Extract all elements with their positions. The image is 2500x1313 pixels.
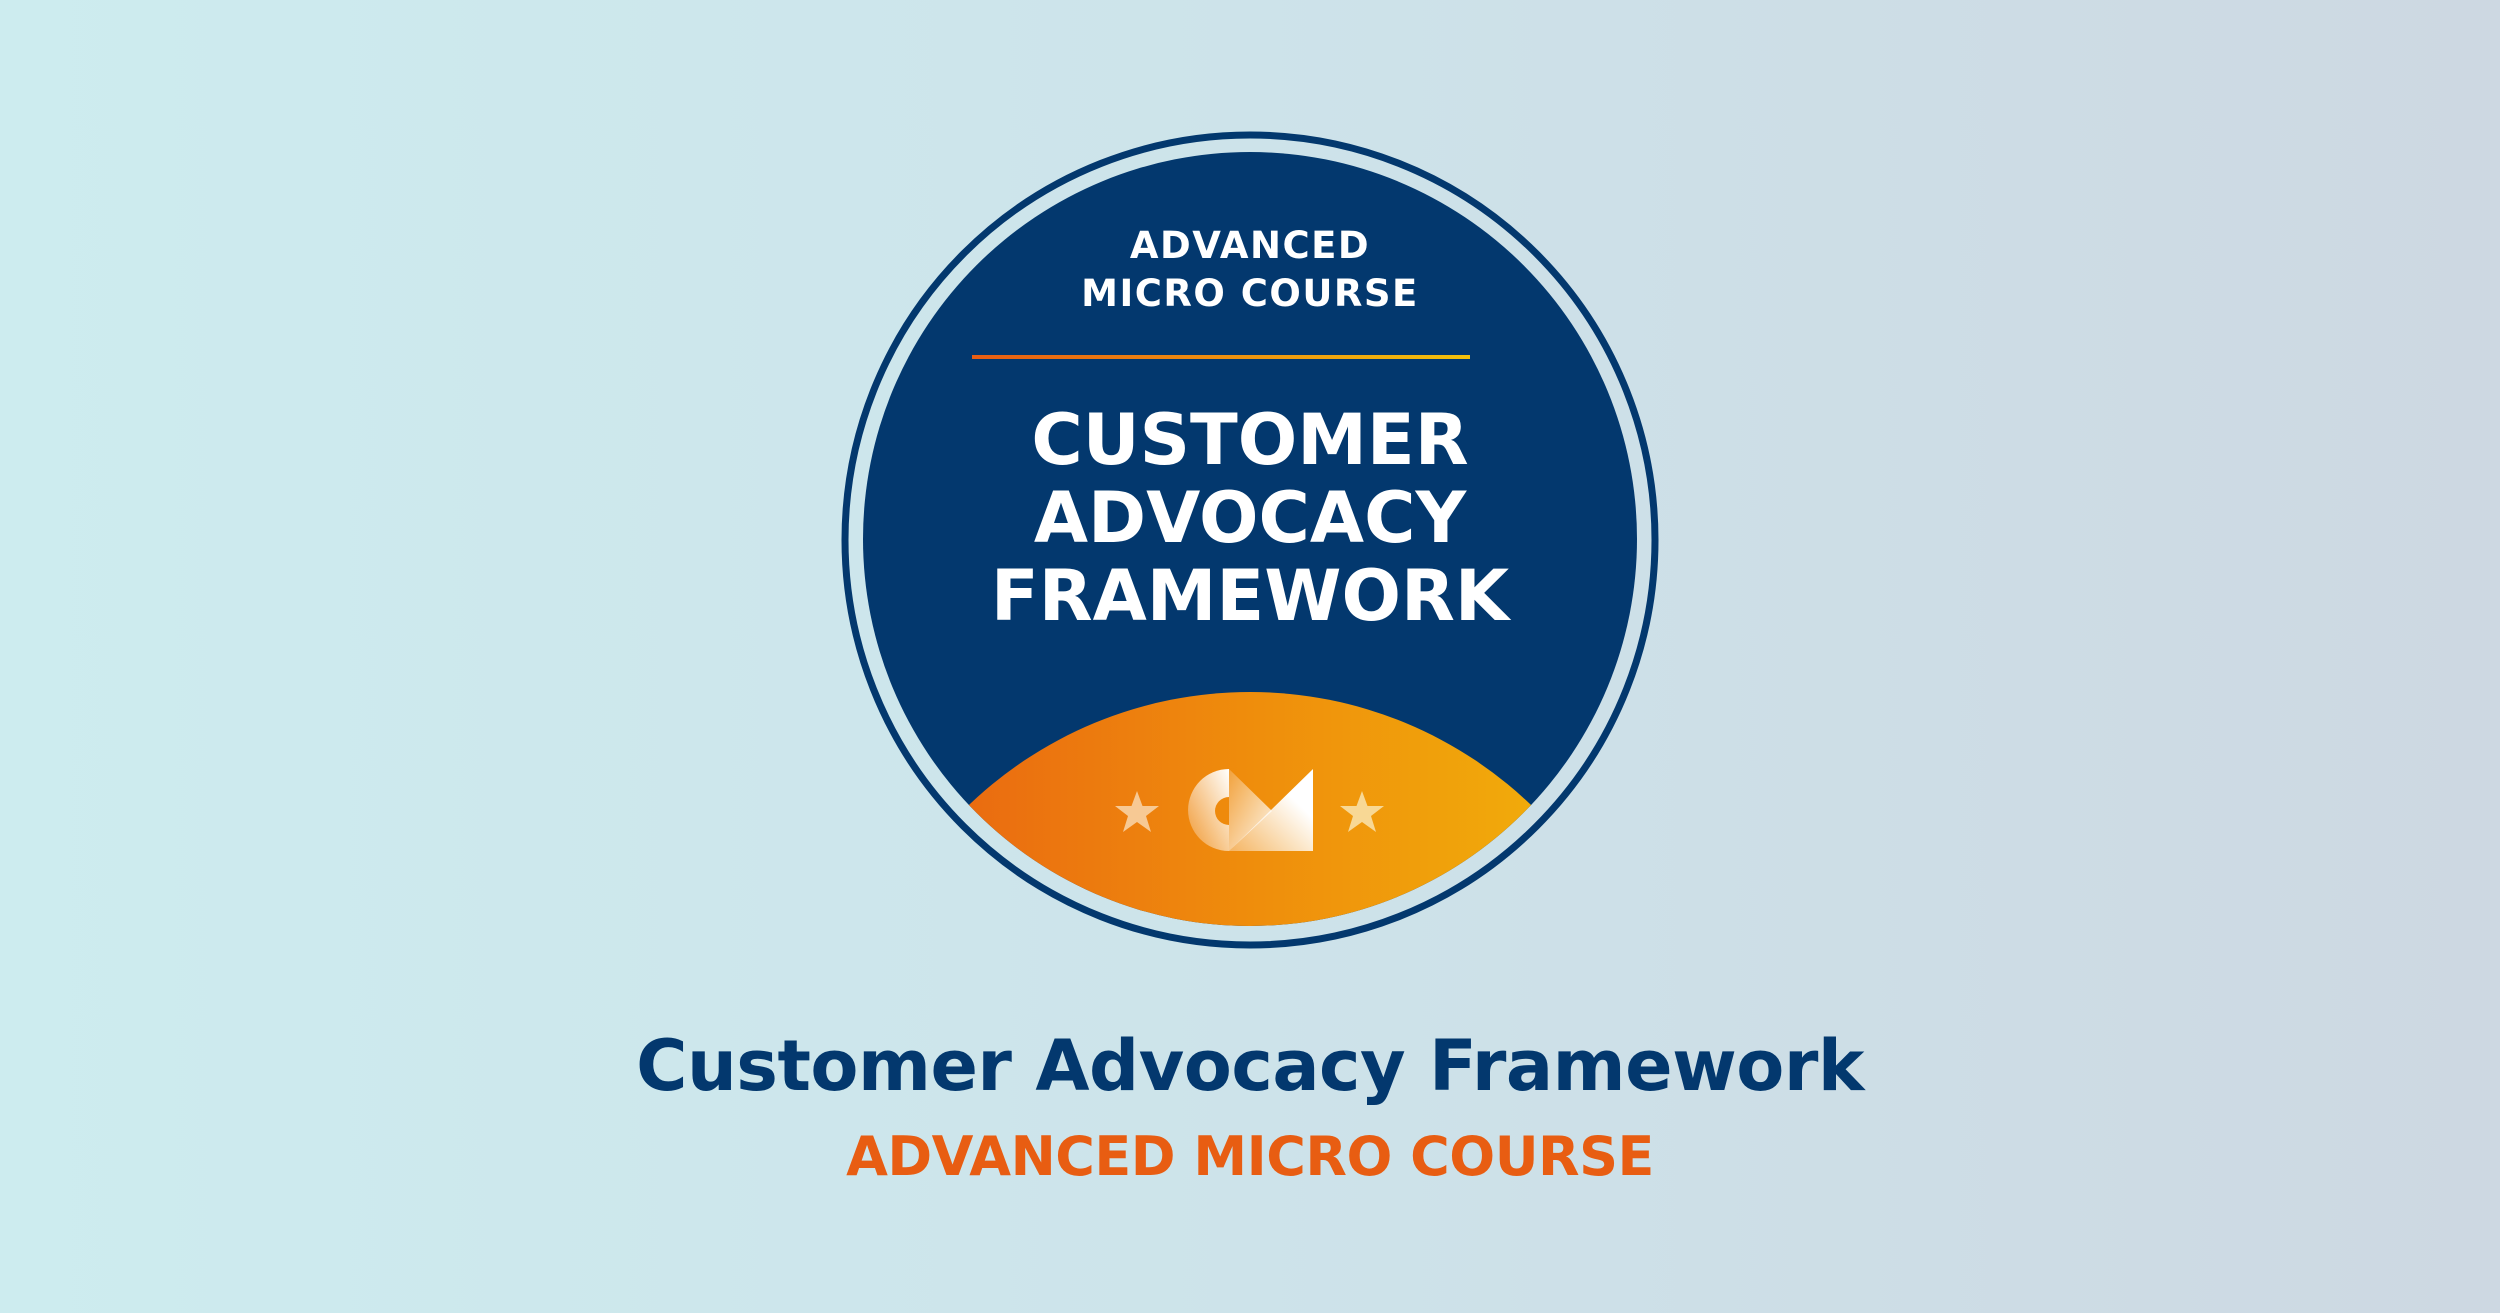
badge-eyebrow-line-2: MICRO COURSE	[1081, 272, 1419, 315]
badge-inner-disk	[863, 152, 1637, 926]
badge-title-line-2: ADVOCACY	[1033, 477, 1467, 559]
badge-eyebrow: ADVANCED MICRO COURSE	[0, 222, 2500, 318]
badge-title: CUSTOMER ADVOCACY FRAMEWORK	[0, 401, 2500, 635]
badge-divider	[972, 355, 1470, 359]
star-icon	[1115, 791, 1159, 832]
caption-title: Customer Advocacy Framework	[636, 1025, 1864, 1107]
badge-eyebrow-line-1: ADVANCED	[1129, 224, 1371, 267]
badge-title-line-3: FRAMEWORK	[990, 555, 1510, 637]
logo-icon	[1188, 769, 1313, 851]
caption-subtitle: ADVANCED MICRO COURSE	[846, 1125, 1654, 1188]
star-icon	[1340, 791, 1384, 832]
badge-outer-ring	[841, 131, 1659, 949]
badge-title-line-1: CUSTOMER	[1031, 399, 1469, 481]
